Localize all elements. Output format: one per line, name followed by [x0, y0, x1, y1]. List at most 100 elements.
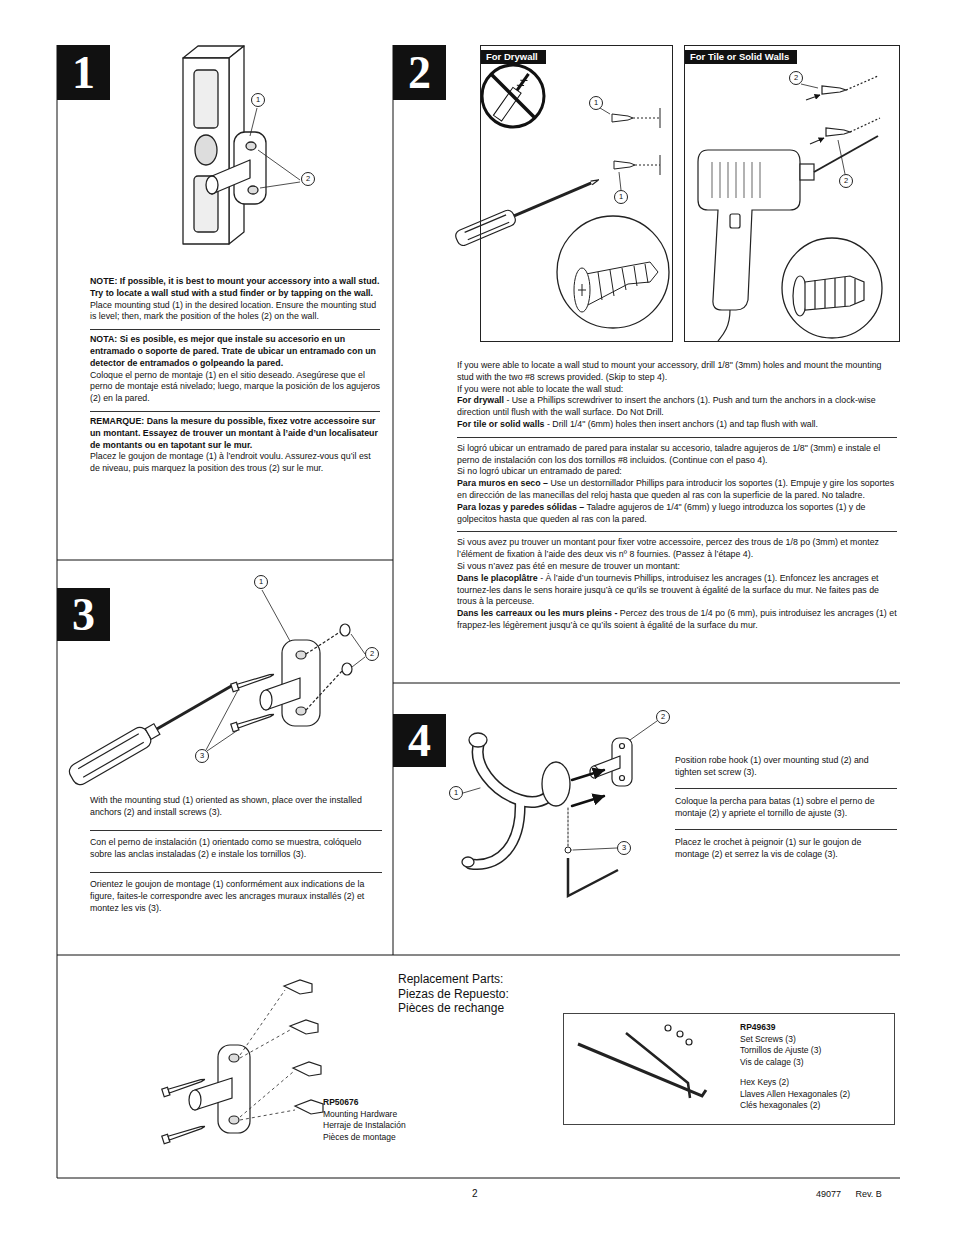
paragraph: If you were not able to locate the wall … — [457, 384, 897, 396]
body-text: 49077 — [816, 1189, 841, 1199]
part-text: Hex Keys (2) — [740, 1077, 894, 1089]
paragraph: Para muros en seco –Use un destornillado… — [457, 478, 897, 502]
paragraph: 2 — [472, 1188, 512, 1200]
body-text: If you were not able to locate the wall … — [457, 384, 623, 394]
bold-text: For drywall — [457, 395, 504, 405]
body-text: Placez le goujon de montage (1) à l’endr… — [90, 451, 371, 473]
body-text: Coloque el perno de montaje (1) en el si… — [90, 370, 380, 404]
callout-number: 2 — [301, 172, 315, 186]
language-section: Si vous avez pu trouver un montant pour … — [457, 531, 897, 631]
page-frame — [57, 45, 900, 1178]
paragraph: For tile or solid walls- Drill 1/4" (6mm… — [457, 419, 897, 431]
language-section: RP50676Mounting HardwareHerraje de Insta… — [323, 1097, 473, 1143]
paragraph: Dans les carreaux ou les murs pleins -Pe… — [457, 608, 897, 632]
paragraph: Coloque el perno de montaje (1) en el si… — [90, 370, 380, 405]
paragraph: Position robe hook (1) over mounting stu… — [675, 754, 897, 778]
paragraph: Dans le placoplâtre- À l’aide d’un tourn… — [457, 573, 897, 608]
body-text: Herraje de Instalación — [323, 1120, 406, 1130]
paragraph: Piezas de Repuesto: — [398, 987, 598, 1002]
step-4-text: Position robe hook (1) over mounting stu… — [675, 754, 897, 860]
language-section: Placez le crochet à peignoir (1) sur le … — [675, 829, 897, 860]
language-section: Coloque la percha para batas (1) sobre e… — [675, 788, 897, 819]
step-3-figure — [67, 590, 366, 788]
body-text: Si no logró ubicar un entramado de pared… — [457, 466, 622, 476]
paragraph: If you were able to locate a wall stud t… — [457, 360, 897, 384]
step-number-box: 4 — [393, 714, 446, 767]
body-text: 2 — [472, 1188, 478, 1199]
bold-text: Dans les carreaux ou les murs pleins - — [457, 608, 617, 618]
body-text: Mounting Hardware — [323, 1109, 397, 1119]
bold-text: Para muros en seco – — [457, 478, 548, 488]
no-drill-symbol — [482, 65, 544, 127]
callout-number: 1 — [454, 789, 458, 797]
step-1-text: NOTE: If possible, it is best to mount y… — [90, 276, 380, 475]
replacement-hardware-figure — [162, 980, 706, 1144]
language-section: Replacement Parts:Piezas de Repuesto:Piè… — [398, 972, 598, 1016]
step-number: 4 — [408, 718, 431, 764]
callout-number: 1 — [594, 99, 598, 107]
paragraph: NOTA: Si es posible, es mejor que instal… — [90, 334, 380, 369]
paragraph: Mounting Hardware — [323, 1109, 473, 1121]
parts-box: RP49639Set Screws (3)Tornillos de Ajuste… — [563, 1013, 895, 1125]
paragraph: Para lozas y paredes sólidas –Taladre ag… — [457, 502, 897, 526]
body-text: Si vous n’avez pas été en mesure de trou… — [457, 561, 680, 571]
body-text: Pièces de montage — [323, 1132, 396, 1142]
paragraph: 49077Rev. B — [816, 1188, 900, 1200]
callout-number: 2 — [844, 177, 848, 185]
part-text: Tornillos de Ajuste (3) — [740, 1045, 894, 1057]
body-text: - Use a Phillips screwdriver to insert t… — [457, 395, 876, 417]
body-text: Pièces de rechange — [398, 1001, 504, 1015]
language-section: REMARQUE: Dans la mesure du possible, fi… — [90, 411, 380, 475]
paragraph: Orientez le goujon de montage (1) confor… — [90, 878, 382, 914]
language-section: 2 — [472, 1188, 512, 1200]
callout-number: 1 — [589, 96, 603, 110]
step-number: 1 — [72, 50, 95, 96]
paragraph: For drywall- Use a Phillips screwdriver … — [457, 395, 897, 419]
part-text: Vis de calage (3) — [740, 1057, 894, 1069]
leader-lines — [250, 108, 300, 188]
robe-hook-figure — [462, 721, 657, 896]
bold-text: REMARQUE: Dans la mesure du possible, fi… — [90, 416, 378, 450]
bold-text: For tile or solid walls — [457, 419, 545, 429]
callout-number: 2 — [656, 710, 670, 724]
step-3-text: With the mounting stud (1) oriented as s… — [90, 794, 382, 914]
method-panel: For Tile or Solid Walls22 — [684, 45, 900, 342]
paragraph: Si no logró ubicar un entramado de pared… — [457, 466, 897, 478]
step-number-box: 3 — [57, 588, 110, 641]
body-text: With the mounting stud (1) oriented as s… — [90, 795, 362, 817]
step-2-text: If you were able to locate a wall stud t… — [457, 360, 897, 632]
body-text: Si logró ubicar un entramado de pared pa… — [457, 443, 880, 465]
language-section: Si logró ubicar un entramado de pared pa… — [457, 437, 897, 526]
paragraph: Herraje de Instalación — [323, 1120, 473, 1132]
drill-figure — [698, 76, 882, 341]
paragraph: Si vous avez pu trouver un montant pour … — [457, 537, 897, 561]
language-section: With the mounting stud (1) oriented as s… — [90, 794, 382, 818]
paragraph: Con el perno de instalación (1) orientad… — [90, 836, 382, 860]
callout-number: 1 — [259, 578, 263, 586]
body-text: Orientez le goujon de montage (1) confor… — [90, 879, 364, 913]
drywall-anchor-figure — [557, 108, 669, 328]
part-text: RP49639 — [740, 1022, 894, 1034]
bold-text: RP50676 — [323, 1097, 358, 1107]
body-text: Con el perno de instalación (1) orientad… — [90, 837, 361, 859]
panel-heading: For Drywall — [481, 50, 546, 64]
paragraph: RP50676 — [323, 1097, 473, 1109]
callout-number: 1 — [614, 190, 628, 204]
part-text: Clés hexagonales (2) — [740, 1100, 894, 1112]
callout-number: 3 — [195, 749, 209, 763]
step-number: 3 — [72, 592, 95, 638]
paragraph: Si logró ubicar un entramado de pared pa… — [457, 443, 897, 467]
language-section: 49077Rev. B — [816, 1188, 900, 1200]
language-section: Orientez le goujon de montage (1) confor… — [90, 872, 382, 914]
body-text: Piezas de Repuesto: — [398, 987, 509, 1001]
body-text: If you were able to locate a wall stud t… — [457, 360, 881, 382]
page-number: 2 — [472, 1188, 512, 1200]
paragraph: Si vous n’avez pas été en mesure de trou… — [457, 561, 897, 573]
callout-number: 2 — [306, 175, 310, 183]
paragraph: Replacement Parts: — [398, 972, 598, 987]
language-section: If you were able to locate a wall stud t… — [457, 360, 897, 431]
paragraph: NOTE: If possible, it is best to mount y… — [90, 276, 380, 300]
wall-stud-figure — [183, 46, 266, 244]
paragraph: Placez le crochet à peignoir (1) sur le … — [675, 836, 897, 860]
